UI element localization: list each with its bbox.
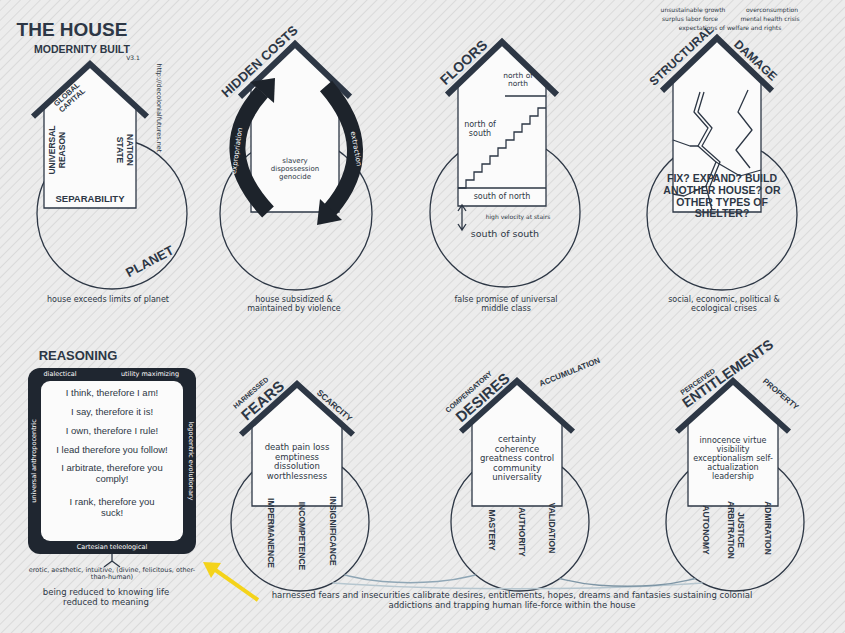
diagram-title: THE HOUSE bbox=[0, 19, 147, 40]
floor-line bbox=[505, 95, 546, 96]
reasoning-box: REASONINGdialecticalutility maximizingun… bbox=[28, 368, 196, 554]
node-text: death pain loss emptiness dissolution wo… bbox=[256, 443, 338, 481]
node-text: south of north bbox=[460, 193, 544, 202]
node-heading: VALIDATION bbox=[546, 488, 556, 568]
circle-outline bbox=[37, 139, 187, 289]
annotation-text: harnessed fears and insecurities calibra… bbox=[252, 591, 772, 610]
pointer-arrow-head bbox=[203, 562, 221, 578]
node-text: I rank, therefore you suck! bbox=[62, 497, 162, 518]
house-shape: GLOBAL CAPITALUNIVERSAL REASONNATION STA… bbox=[36, 66, 144, 208]
box-inner bbox=[41, 381, 183, 541]
node-text: high velocity at stairs bbox=[473, 214, 563, 221]
box-frame bbox=[28, 368, 196, 554]
house-walls bbox=[44, 66, 136, 208]
flow-curve bbox=[560, 579, 696, 587]
annotation-text: erotic, aesthetic, intuitive, (divine, f… bbox=[25, 567, 200, 582]
circle-outline bbox=[647, 140, 797, 290]
annotation-text: false promise of universal middle class bbox=[446, 296, 566, 314]
annotation-text: overconsumption bbox=[737, 7, 807, 14]
root-bracket bbox=[104, 554, 120, 567]
node-text: dialectical bbox=[30, 371, 90, 378]
node-text: Cartesian teleological bbox=[52, 544, 172, 551]
node-text: universal anthropocentric bbox=[31, 386, 38, 536]
node-heading: MASTERY bbox=[486, 490, 496, 570]
node-text: slavery dispossession genocide bbox=[267, 158, 323, 181]
node-text: I arbitrate, therefore you comply! bbox=[53, 463, 171, 484]
annotation-text: mental health crisis bbox=[730, 16, 810, 23]
node-text: I lead therefore you follow! bbox=[43, 445, 181, 456]
house-shape: COMPENSATORYDESIRESACCUMULATIONcertainty… bbox=[464, 383, 570, 506]
node-heading: NATION STATE bbox=[114, 125, 133, 175]
house-shape: HIDDEN COSTSslavery dispossession genoci… bbox=[243, 46, 347, 212]
node-text: I say, therefore it is! bbox=[43, 407, 181, 418]
annotation-text: house subsidized & maintained by violenc… bbox=[234, 296, 354, 314]
node-heading: REASONING bbox=[23, 349, 133, 364]
circle-outline bbox=[231, 453, 369, 591]
house-shape: HARNESSEDFEARSSCARCITYdeath pain loss em… bbox=[244, 386, 350, 506]
node-heading: UNIVERSAL REASON bbox=[48, 120, 67, 180]
annotation-text: social, economic, political & ecological… bbox=[659, 296, 789, 314]
annotation-text: V3.1 bbox=[118, 55, 148, 62]
up-down-arrow bbox=[458, 205, 466, 230]
node-heading: IMPERMANENCE bbox=[265, 486, 275, 581]
circle-outline bbox=[430, 137, 580, 287]
node-text: certainty coherence greatness control co… bbox=[475, 435, 559, 483]
node-heading: INSIGNIFICANCE bbox=[327, 481, 337, 581]
node-text: utility maximizing bbox=[110, 371, 190, 378]
pointer-arrow bbox=[214, 569, 258, 600]
annotation-text: expectations of welfare and rights bbox=[655, 25, 805, 32]
node-heading: AUTHORITY bbox=[516, 492, 526, 572]
annotation-text: house exceeds limits of planet bbox=[23, 296, 193, 305]
house-roof bbox=[33, 64, 147, 117]
flow-curve bbox=[344, 575, 475, 583]
arrow-head bbox=[250, 78, 275, 103]
node-heading: SEPARABILITY bbox=[45, 194, 135, 205]
node-heading: FIX? EXPAND? BUILD ANOTHER HOUSE? OR OTH… bbox=[652, 173, 792, 220]
node-text: logocentric evolutionary bbox=[186, 386, 193, 536]
node-heading: AUTONOMY bbox=[700, 490, 710, 570]
node-text: innocence virtue visibility exceptionali… bbox=[691, 437, 775, 482]
node-heading: ADMIRATION bbox=[762, 488, 772, 568]
arrow-head bbox=[317, 199, 342, 225]
annotation-text: http://decolonialfutures.net bbox=[154, 38, 161, 178]
node-text: I own, therefore I rule! bbox=[43, 426, 181, 437]
circle-outline bbox=[666, 453, 804, 591]
node-text: north of south bbox=[458, 121, 502, 139]
node-text: south of south bbox=[460, 229, 550, 240]
annotation-text: surplus labor force bbox=[645, 16, 735, 23]
annotation-text: being reduced to knowing life reduced to… bbox=[41, 588, 171, 607]
house-shape: PERCEIVEDENTITLEMENTSPROPERTYinnocence v… bbox=[680, 383, 786, 506]
node-heading: INCOMPETENCE bbox=[296, 489, 306, 584]
circle-outline bbox=[451, 453, 589, 591]
annotation-text: unsustainable growth bbox=[648, 7, 738, 14]
node-text: north of north bbox=[498, 72, 538, 89]
floor-line bbox=[458, 187, 546, 188]
node-text: I think, therefore I am! bbox=[43, 388, 181, 399]
node-heading: JUSTICE ARBITRATION bbox=[725, 495, 744, 565]
